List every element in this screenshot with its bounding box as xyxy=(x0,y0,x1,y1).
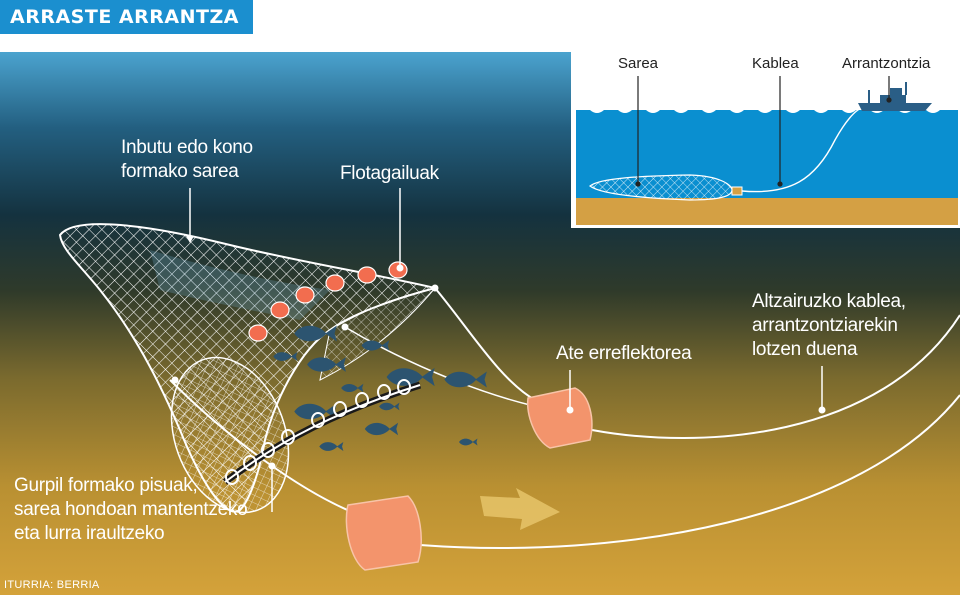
label-weights-line-3: eta lurra iraultzeko xyxy=(14,523,165,544)
label-cable-line-3: lotzen duena xyxy=(752,339,858,360)
inset-label-net: Sarea xyxy=(618,55,659,72)
float xyxy=(357,266,377,284)
trawl-net xyxy=(58,223,439,514)
label-cable: Altzairuzko kablea, arrantzontziarekin l… xyxy=(752,290,906,362)
wheel-weight xyxy=(355,392,369,408)
leader-lines xyxy=(189,188,823,512)
float xyxy=(248,324,268,342)
wheel-weight xyxy=(281,429,295,445)
label-door: Ate erreflektorea xyxy=(556,343,692,364)
inset-seabed xyxy=(576,198,958,225)
wheel-weight xyxy=(225,469,239,485)
label-net-line-2: formako sarea xyxy=(121,161,239,182)
label-net-line-1: Inbutu edo kono xyxy=(121,137,253,158)
float xyxy=(325,274,345,292)
footrope-weights xyxy=(222,379,422,485)
inset-door xyxy=(731,186,743,196)
otter-door-left xyxy=(345,495,422,571)
wheel-weight xyxy=(243,455,257,471)
wheel-weight xyxy=(333,401,347,417)
inset-overview xyxy=(571,51,960,228)
label-weights-line-1: Gurpil formako pisuak, xyxy=(14,475,198,496)
net-mouth xyxy=(170,356,290,514)
label-weights-line-2: sarea hondoan mantentzeko xyxy=(14,499,248,520)
label-weights: Gurpil formako pisuak, sarea hondoan man… xyxy=(14,474,248,546)
page-title: ARRASTE ARRANTZA xyxy=(10,6,239,28)
label-cable-line-2: arrantzontziarekin xyxy=(752,315,898,336)
label-cable-line-1: Altzairuzko kablea, xyxy=(752,291,906,312)
label-net: Inbutu edo kono formako sarea xyxy=(121,136,253,184)
wheel-weight xyxy=(261,442,275,458)
direction-arrow xyxy=(480,488,560,530)
wheel-weight xyxy=(377,384,391,400)
inset-cable xyxy=(741,107,863,193)
leader-ends xyxy=(186,236,826,470)
inset-label-cable: Kablea xyxy=(752,55,799,72)
floats xyxy=(248,261,408,342)
source-credit: ITURRIA: BERRIA xyxy=(4,579,100,591)
header-banner: ARRASTE ARRANTZA xyxy=(0,0,253,34)
wheel-weight xyxy=(311,412,325,428)
wheel-weight xyxy=(397,379,411,395)
otter-door-right xyxy=(527,387,593,449)
inset-boat xyxy=(858,82,932,111)
float xyxy=(295,286,315,304)
inset-label-boat: Arrantzontzia xyxy=(842,55,931,72)
label-floats: Flotagailuak xyxy=(340,163,439,184)
float xyxy=(270,301,290,319)
